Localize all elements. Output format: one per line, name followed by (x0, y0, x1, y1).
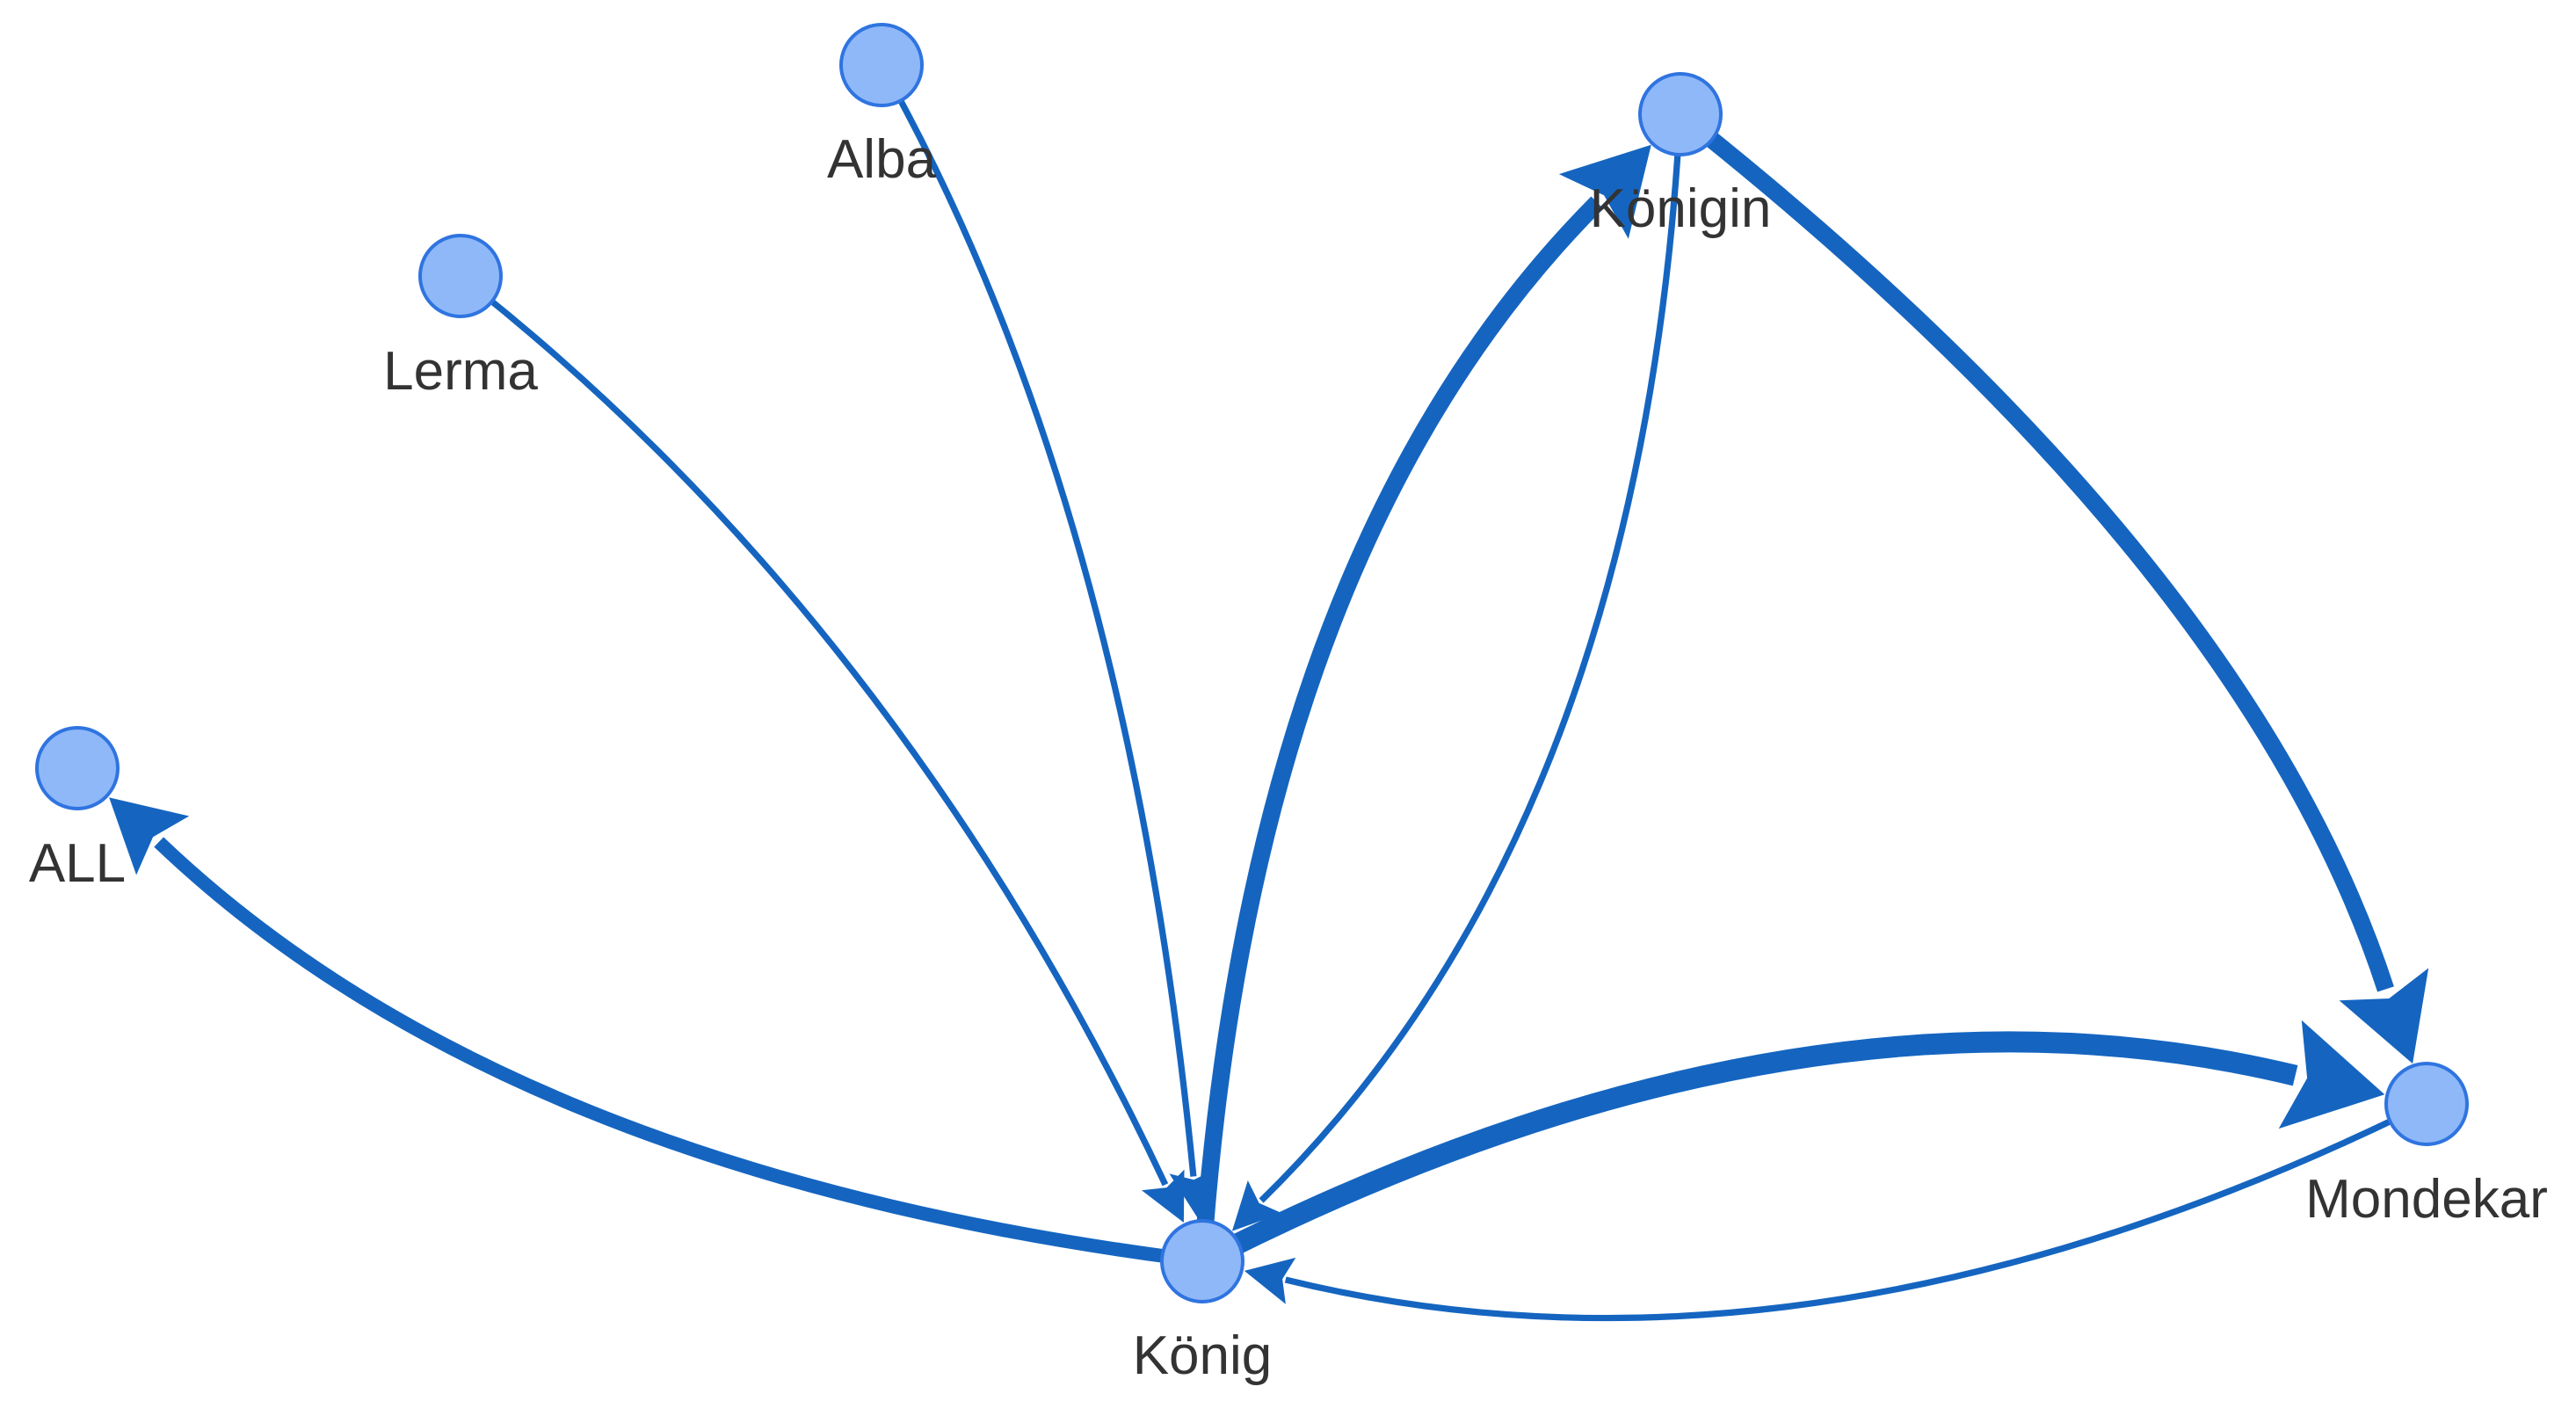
arrowhead-mondekar-to-konig (1244, 1257, 1296, 1304)
arrowhead-konig-to-all (109, 797, 190, 875)
edge-lerma-to-konig (477, 289, 1169, 1187)
nodes-layer (35, 23, 2469, 1303)
node-label-konig: König (1133, 1325, 1273, 1386)
node-label-lerma: Lerma (383, 341, 538, 402)
edge-mondekar-to-konig (1284, 1111, 2405, 1322)
edge-konig-to-mondekar (1219, 1031, 2298, 1260)
node-mondekar[interactable] (2384, 1062, 2469, 1146)
node-label-alba: Alba (827, 129, 937, 190)
node-label-mondekar: Mondekar (2305, 1169, 2548, 1230)
edge-alba-to-konig (890, 85, 1197, 1177)
arrowhead-konig-to-mondekar (2278, 1020, 2385, 1129)
edges-layer (109, 85, 2429, 1322)
arrowhead-konigin-to-konig (1231, 1180, 1282, 1231)
node-konigin[interactable] (1638, 72, 1723, 156)
edge-konig-to-konigin (1195, 196, 1604, 1238)
node-alba[interactable] (839, 23, 924, 107)
arrowhead-konigin-to-mondekar (2339, 968, 2429, 1064)
edge-konigin-to-konig (1259, 138, 1682, 1203)
edge-konig-to-all (154, 837, 1179, 1265)
node-lerma[interactable] (418, 234, 503, 318)
arrowhead-lerma-to-konig (1142, 1169, 1185, 1223)
node-konig[interactable] (1160, 1219, 1244, 1303)
arrowhead-konig-to-konigin (1558, 144, 1651, 239)
node-all[interactable] (35, 726, 120, 810)
node-label-konigin: Königin (1590, 178, 1772, 239)
edge-konigin-to-mondekar (1694, 122, 2394, 992)
node-label-all: ALL (29, 833, 126, 894)
